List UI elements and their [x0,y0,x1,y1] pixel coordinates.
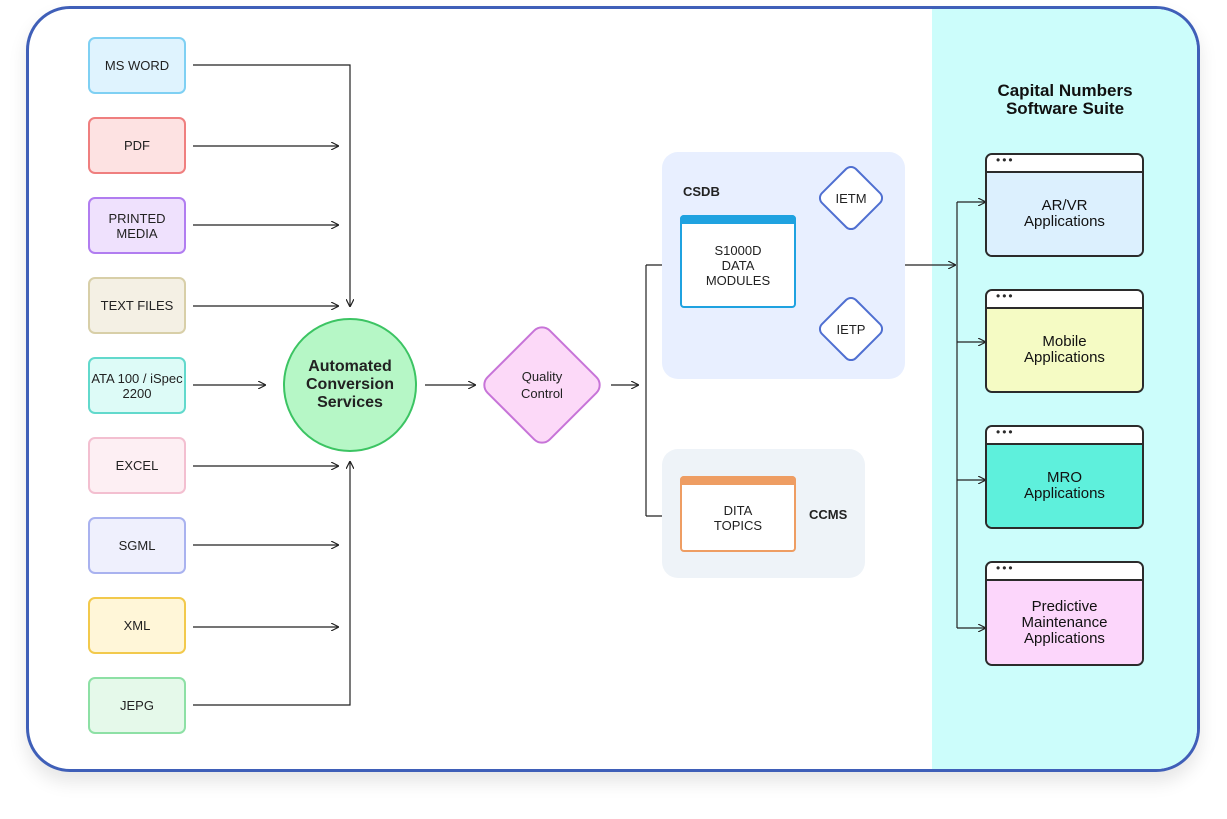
window-dots-icon: ••• [996,289,1015,303]
s1000d-module: S1000D DATA MODULES [680,215,796,308]
app-ar-vr: ••• AR/VR Applications [985,153,1144,257]
app-ar-vr-label: AR/VR Applications [1024,197,1105,230]
dita-label: DITA TOPICS [713,503,763,533]
window-titlebar: ••• [987,155,1142,173]
window-dots-icon: ••• [996,425,1015,439]
source-text-files: TEXT FILES [88,277,186,334]
csdb-title: CSDB [683,184,720,199]
quality-control-label: Quality Control [497,340,587,430]
source-jepg: JEPG [88,677,186,734]
source-printed-media: PRINTED MEDIA [88,197,186,254]
app-mro-label: MRO Applications [1024,469,1105,502]
source-ms-word: MS WORD [88,37,186,94]
app-mobile-label: Mobile Applications [1024,333,1105,366]
window-titlebar: ••• [987,291,1142,309]
ccms-title: CCMS [809,507,848,522]
app-mro: ••• MRO Applications [985,425,1144,529]
window-titlebar: ••• [987,563,1142,581]
source-excel: EXCEL [88,437,186,494]
s1000d-label: S1000D DATA MODULES [705,243,771,288]
source-sgml: SGML [88,517,186,574]
suite-title-line1: Capital Numbers [997,81,1133,100]
window-dots-icon: ••• [996,153,1015,167]
source-pdf: PDF [88,117,186,174]
source-xml: XML [88,597,186,654]
suite-title-line2: Software Suite [1005,99,1125,118]
suite-title: Capital Numbers Software Suite [975,82,1155,118]
window-dots-icon: ••• [996,561,1015,575]
automated-conversion-node: Automated Conversion Services [283,318,417,452]
dita-header-bar [680,476,796,485]
source-ata-ispec: ATA 100 / iSpec 2200 [88,357,186,414]
automated-conversion-label: Automated Conversion Services [305,358,394,411]
quality-control-text: Quality Control [521,369,563,401]
ietp-label: IETP [836,321,866,337]
dita-module: DITA TOPICS [680,476,796,552]
app-predictive-maintenance: ••• Predictive Maintenance Applications [985,561,1144,666]
app-predictive-label: Predictive Maintenance Applications [1021,597,1108,647]
ietm-label: IETM [835,190,867,206]
app-mobile: ••• Mobile Applications [985,289,1144,393]
window-titlebar: ••• [987,427,1142,445]
s1000d-header-bar [680,215,796,224]
